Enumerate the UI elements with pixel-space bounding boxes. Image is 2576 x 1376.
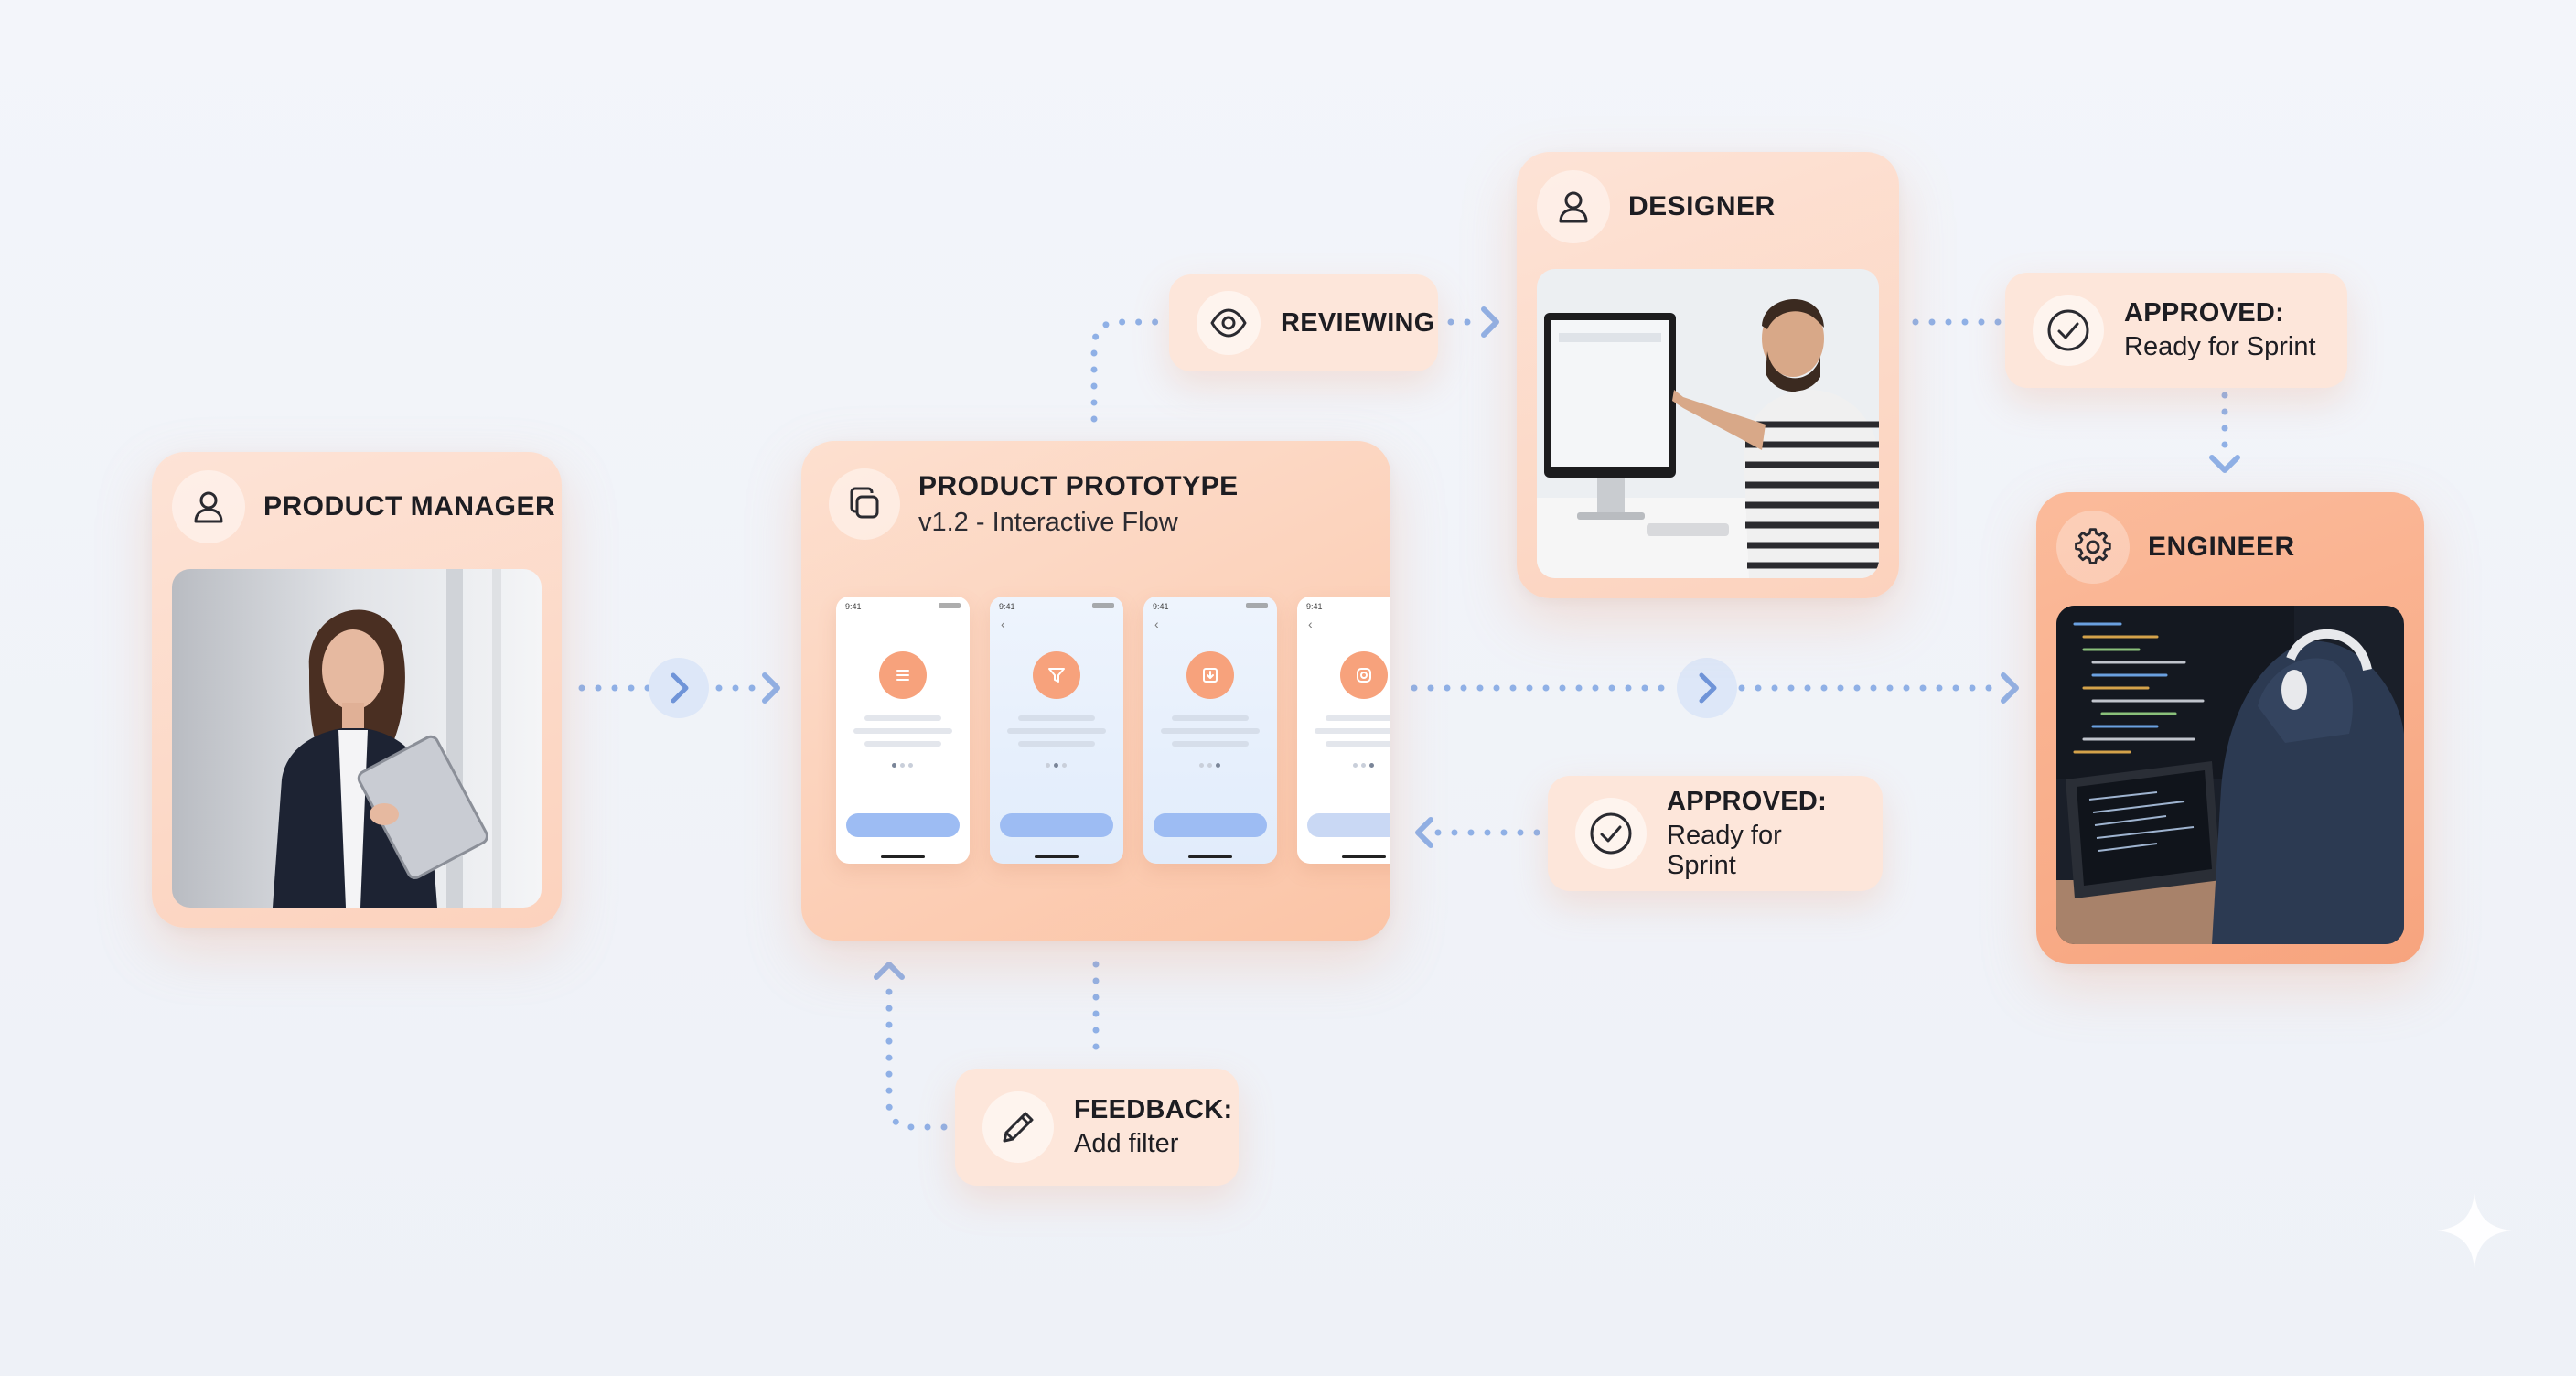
approved-middle-title: APPROVED: bbox=[1667, 786, 1828, 816]
approved-middle-subtitle: Ready for Sprint bbox=[1667, 820, 1782, 880]
reviewing-label: REVIEWING bbox=[1281, 307, 1435, 338]
engineer-card[interactable]: ENGINEER bbox=[2036, 492, 2424, 964]
chevron-node-prototype-engineer bbox=[1677, 658, 1737, 718]
feedback-title: FEEDBACK: bbox=[1074, 1095, 1233, 1124]
user-icon bbox=[172, 470, 245, 543]
arrowhead-prototype-engineer bbox=[2001, 672, 2019, 704]
feedback-badge[interactable]: FEEDBACK: Add filter bbox=[955, 1069, 1239, 1186]
chevron-node-pm bbox=[649, 658, 709, 718]
designer-card[interactable]: DESIGNER bbox=[1517, 152, 1899, 598]
prototype-header: PRODUCT PROTOTYPE v1.2 - Interactive Flo… bbox=[829, 468, 1239, 540]
product-manager-title: PRODUCT MANAGER bbox=[263, 491, 556, 521]
pencil-icon bbox=[982, 1091, 1054, 1163]
engineer-title: ENGINEER bbox=[2148, 532, 2295, 562]
connector-prototype-reviewing bbox=[1090, 318, 1165, 423]
arrowhead-approved-prototype bbox=[1415, 817, 1433, 848]
copy-layers-icon bbox=[829, 468, 900, 540]
sparkle-icon bbox=[2437, 1193, 2512, 1268]
designer-photo bbox=[1537, 269, 1879, 578]
check-circle-icon bbox=[2033, 295, 2104, 366]
arrowhead-approved-engineer bbox=[2209, 455, 2240, 473]
arrowhead-reviewing-designer bbox=[1481, 306, 1499, 338]
prototype-subtitle: v1.2 - Interactive Flow bbox=[918, 507, 1178, 537]
engineer-photo bbox=[2056, 606, 2404, 944]
engineer-header: ENGINEER bbox=[2056, 511, 2295, 584]
approved-badge-middle[interactable]: APPROVED: Ready for Sprint bbox=[1548, 776, 1883, 891]
product-manager-photo bbox=[172, 569, 542, 908]
user-icon bbox=[1537, 170, 1610, 243]
approved-top-title: APPROVED: bbox=[2124, 298, 2285, 328]
arrowhead-feedback-prototype bbox=[874, 962, 905, 980]
prototype-title: PRODUCT PROTOTYPE bbox=[918, 470, 1239, 501]
eye-icon bbox=[1197, 291, 1261, 355]
arrowhead-pm-prototype bbox=[762, 672, 780, 704]
approved-top-subtitle: Ready for Sprint bbox=[2124, 332, 2316, 361]
feedback-subtitle: Add filter bbox=[1074, 1129, 1179, 1158]
approved-badge-top[interactable]: APPROVED: Ready for Sprint bbox=[2005, 273, 2347, 388]
reviewing-badge[interactable]: REVIEWING bbox=[1169, 274, 1438, 371]
check-circle-icon bbox=[1575, 798, 1647, 869]
connector-feedback-prototype bbox=[886, 975, 948, 1131]
designer-title: DESIGNER bbox=[1628, 191, 1776, 221]
gear-icon bbox=[2056, 511, 2130, 584]
product-manager-header: PRODUCT MANAGER bbox=[172, 470, 555, 543]
designer-header: DESIGNER bbox=[1537, 170, 1776, 243]
product-manager-card[interactable]: PRODUCT MANAGER bbox=[152, 452, 562, 928]
product-prototype-card[interactable]: PRODUCT PROTOTYPE v1.2 - Interactive Flo… bbox=[801, 441, 1390, 941]
